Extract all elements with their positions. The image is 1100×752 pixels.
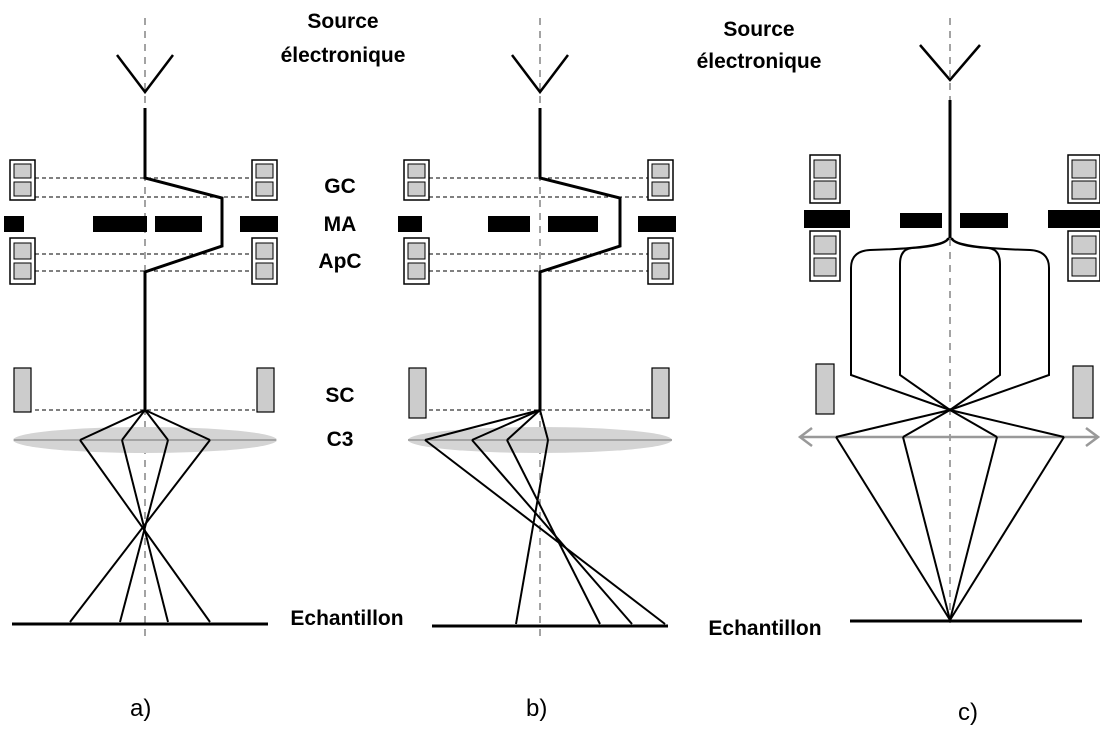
source-label-1: Source électronique xyxy=(281,10,406,67)
caption-a: a) xyxy=(130,695,151,722)
source-label-1-line2: électronique xyxy=(281,44,406,67)
electron-beam-a xyxy=(143,108,224,410)
apc-coil-right-c xyxy=(1067,230,1100,282)
gun-coil-right-b xyxy=(647,159,674,201)
gun-coil-right-c xyxy=(1067,154,1100,204)
aperture-ma-a xyxy=(4,216,278,232)
scan-coil-right-b xyxy=(651,367,670,419)
scan-coil-left-b xyxy=(408,367,427,419)
ray-fan-c xyxy=(835,409,1065,621)
source-label-2-line2: électronique xyxy=(697,50,822,73)
apc-coil-right-a xyxy=(251,237,278,285)
scan-coil-right-a xyxy=(256,367,275,413)
ray-fan-b xyxy=(424,409,666,625)
gun-coil-left-c xyxy=(809,154,841,204)
apc-coil-left-b xyxy=(403,237,430,285)
gun-coil-left-a xyxy=(9,159,36,201)
aperture-ma-b xyxy=(398,216,676,232)
electron-source-c xyxy=(919,44,981,82)
source-label-2-line1: Source xyxy=(723,18,794,41)
gun-coil-left-b xyxy=(403,159,430,201)
panel-b: b) xyxy=(398,18,676,722)
panel-a: a) xyxy=(4,18,278,722)
ray-fan-a xyxy=(69,409,211,623)
scan-coil-right-c xyxy=(1072,365,1094,419)
label-apc: ApC xyxy=(318,250,361,273)
apc-coil-left-a xyxy=(9,237,36,285)
label-echantillon-1: Echantillon xyxy=(290,607,403,630)
apc-coil-left-c xyxy=(809,230,841,282)
electron-source-a xyxy=(116,54,174,95)
apc-coil-right-b xyxy=(647,237,674,285)
label-gc: GC xyxy=(324,175,356,198)
scan-coil-left-c xyxy=(815,363,835,415)
scan-coil-left-a xyxy=(13,367,32,413)
panel-c: c) xyxy=(797,18,1100,726)
electron-beam-b xyxy=(538,108,622,410)
label-echantillon-2: Echantillon xyxy=(708,617,821,640)
label-ma: MA xyxy=(324,213,357,236)
electron-source-b xyxy=(511,54,569,95)
source-label-1-line1: Source xyxy=(307,10,378,33)
gun-coil-right-a xyxy=(251,159,278,201)
caption-c: c) xyxy=(958,699,978,726)
label-c3: C3 xyxy=(327,428,354,451)
caption-b: b) xyxy=(526,695,547,722)
source-label-2: Source électronique xyxy=(697,18,822,73)
lens-c3-arrow-c xyxy=(797,427,1100,447)
beam-tilt-paths-c xyxy=(850,237,1050,411)
aperture-ma-c xyxy=(804,210,1100,228)
label-sc: SC xyxy=(325,384,354,407)
